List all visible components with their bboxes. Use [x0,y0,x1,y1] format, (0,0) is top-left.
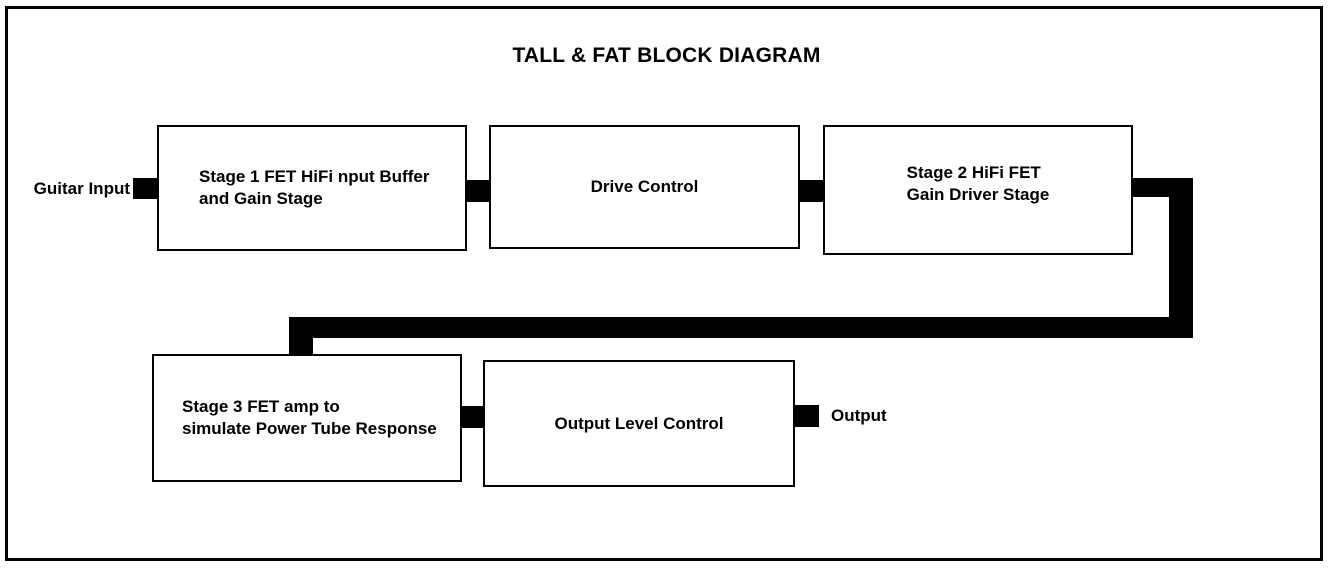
block-stage3-label-line2: simulate Power Tube Response [182,419,437,438]
connector-stage3-entry-stub [289,317,313,356]
block-stage3-label-line1: Stage 3 FET amp to [182,397,340,416]
block-stage2-label-line2: Gain Driver Stage [906,185,1050,204]
guitar-input-label: Guitar Input [33,179,130,198]
block-stage1-label-line2: and Gain Stage [199,189,323,208]
diagram-title: TALL & FAT BLOCK DIAGRAM [512,44,821,67]
output-label: Output [831,406,887,425]
block-stage1: Stage 1 FET HiFi nput Buffer and Gain St… [157,125,467,251]
connector-output-stub [793,405,819,427]
block-drive-control: Drive Control [489,125,800,249]
connector-guitar-input-stub [133,178,157,199]
block-stage1-label-line1: Stage 1 FET HiFi nput Buffer [199,167,430,186]
block-drive-control-label: Drive Control [590,177,699,196]
block-output-level-control: Output Level Control [483,360,795,487]
connector-stage1-to-drive [465,180,491,202]
block-stage2: Stage 2 HiFi FET Gain Driver Stage [823,125,1133,255]
block-output-level-control-label: Output Level Control [554,413,724,433]
block-stage2-label-line1: Stage 2 HiFi FET [906,163,1041,182]
connector-horizontal-return [289,317,1193,338]
connector-drive-to-stage2 [798,180,825,202]
block-stage3: Stage 3 FET amp to simulate Power Tube R… [152,354,462,482]
connector-stage3-to-outputlevel [460,406,485,428]
connector-vertical-drop [1169,178,1193,338]
diagram-outer-border [5,6,1323,561]
